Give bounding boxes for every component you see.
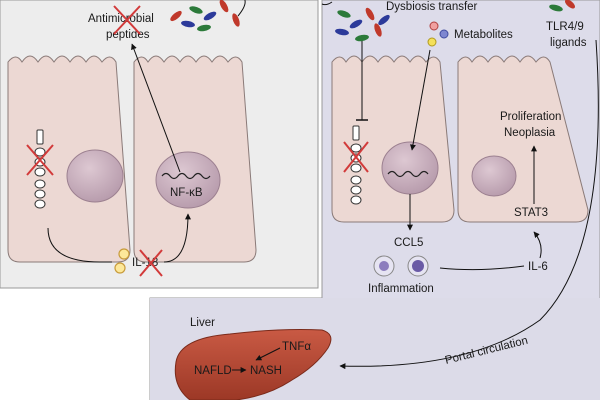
left-cell-2 [133,55,257,263]
metabolites-label: Metabolites [454,29,513,41]
metabolites-arrow [410,49,431,151]
left-top-arc [237,0,246,17]
portal-circulation-curve [339,39,599,370]
right-bacteria-cluster [335,7,390,42]
right-top-arc [321,1,333,6]
right-receptor-cross [343,141,369,173]
proliferation-label: Proliferation [500,111,561,123]
left-cell-1 [7,55,131,263]
left-bacteria-cluster [170,0,240,32]
ccl5-label: CCL5 [394,237,423,249]
antimicrobial-line1: Antimicrobial [88,13,154,25]
left-receptor-chain [34,129,46,209]
left-receptor-cross [26,144,54,176]
right-receptor-chain [350,125,362,205]
il18-loop-arrow-left [47,227,112,263]
tnfa-label: TNFα [282,341,311,353]
left-cell-1-nucleus [66,149,124,203]
tlr-label-line2: ligands [550,37,587,49]
il6-label: IL-6 [528,261,548,273]
il18-label: IL-18 [132,257,158,269]
metabolite-dot-yellow [427,37,437,47]
il6-path [439,265,525,271]
left-dna-squiggle [161,172,211,180]
right-cell-1 [331,55,455,223]
il18-loop-arrow-right [163,213,191,263]
inflammation-cell-2 [407,255,429,277]
right-cell-2 [457,55,589,223]
left-cell-2-nucleus [155,151,221,209]
metabolite-dot-red [429,21,439,31]
right-cell-1-nucleus [381,141,439,195]
nfkb-label: NF-κB [170,187,203,199]
tlr-label-line1: TLR4/9 [546,21,584,33]
right-cell-2-nucleus [471,155,517,197]
liver-title: Liver [190,317,215,329]
stat3-label: STAT3 [514,207,548,219]
inflammation-cell-1 [373,255,395,277]
tlr-ligand-bacteria [549,0,575,12]
nafld-label: NAFLD [194,365,232,377]
metabolite-dot-blue [439,29,449,39]
nash-label: NASH [250,365,282,377]
right-dna-squiggle [387,170,429,178]
tnfa-arrow [255,347,281,361]
nfkb-to-peptides-arrow [131,43,181,173]
liver-shape [174,329,332,400]
antimicrobial-cross [113,5,141,35]
inflammation-label: Inflammation [368,283,434,295]
dysbiosis-label: Dysbiosis transfer [386,1,478,13]
il6-to-stat3-arrow [533,231,542,259]
neoplasia-label: Neoplasia [504,127,556,139]
il18-dot-1 [118,248,130,260]
il18-cross [139,249,163,277]
antimicrobial-line2: peptides [106,29,150,41]
il18-dot-2 [114,262,126,274]
